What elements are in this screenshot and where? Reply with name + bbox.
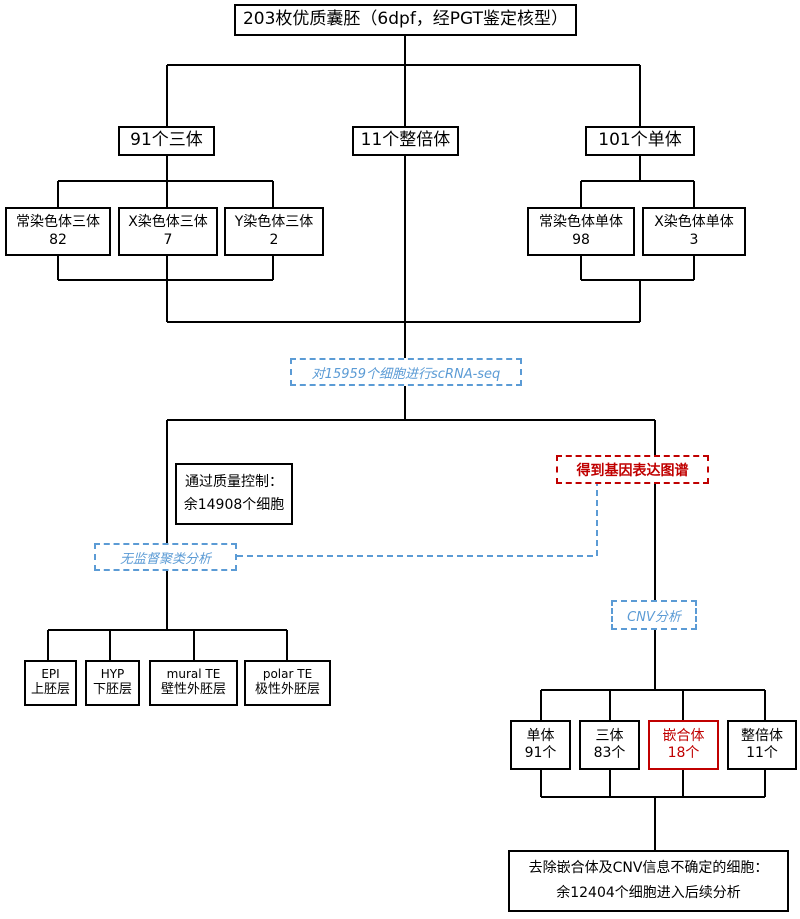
qc-line2: 余14908个细胞 <box>183 497 285 513</box>
trisomy-sub-count: 7 <box>163 231 173 248</box>
cell-type-en: polar TE <box>262 667 313 682</box>
expression-map-step: 得到基因表达图谱 <box>556 455 709 484</box>
trisomy-sub-box: 常染色体三体 82 <box>5 207 111 256</box>
euploid-group-box: 11个整倍体 <box>352 126 459 156</box>
final-box: 去除嵌合体及CNV信息不确定的细胞： 余12404个细胞进入后续分析 <box>508 850 789 912</box>
monosomy-sub-count: 98 <box>572 231 590 248</box>
trisomy-sub-box: Y染色体三体 2 <box>224 207 324 256</box>
final-line1: 去除嵌合体及CNV信息不确定的细胞： <box>528 859 769 876</box>
trisomy-sub-label: 常染色体三体 <box>16 214 100 230</box>
expression-map-label: 得到基因表达图谱 <box>576 462 689 479</box>
trisomy-sub-label: X染色体三体 <box>128 214 208 230</box>
scrna-step: 对15959个细胞进行scRNA-seq <box>290 358 522 386</box>
cell-type-zh: 上胚层 <box>30 682 70 698</box>
cnv-result-label: 三体 <box>595 727 624 744</box>
clustering-step: 无监督聚类分析 <box>94 543 237 571</box>
trisomy-group-label: 91个三体 <box>130 130 203 151</box>
cell-type-box: polar TE 极性外胚层 <box>244 660 331 706</box>
cell-type-zh: 壁性外胚层 <box>160 682 226 698</box>
cnv-label: CNV分析 <box>627 609 681 625</box>
cnv-result-count: 83个 <box>593 745 626 761</box>
qc-line1: 通过质量控制： <box>185 473 283 490</box>
monosomy-sub-label: X染色体单体 <box>654 214 734 230</box>
cell-type-box: EPI 上胚层 <box>24 660 77 706</box>
euploid-group-label: 11个整倍体 <box>360 130 451 151</box>
cell-type-zh: 极性外胚层 <box>254 682 320 698</box>
clustering-label: 无监督聚类分析 <box>119 551 211 567</box>
root-label: 203枚优质囊胚（6dpf，经PGT鉴定核型） <box>242 9 569 30</box>
trisomy-sub-box: X染色体三体 7 <box>118 207 218 256</box>
final-line2: 余12404个细胞进入后续分析 <box>556 885 741 901</box>
scrna-label: 对15959个细胞进行scRNA-seq <box>311 366 501 382</box>
monosomy-sub-count: 3 <box>689 231 699 248</box>
cnv-result-count: 18个 <box>667 745 700 761</box>
root-box: 203枚优质囊胚（6dpf，经PGT鉴定核型） <box>234 4 577 36</box>
cell-type-en: mural TE <box>166 667 221 682</box>
cnv-result-count: 11个 <box>746 745 778 761</box>
monosomy-group-box: 101个单体 <box>585 126 695 156</box>
cell-type-box: mural TE 壁性外胚层 <box>149 660 238 706</box>
cnv-result-box: 三体 83个 <box>579 720 640 770</box>
cnv-step: CNV分析 <box>611 600 697 630</box>
trisomy-sub-label: Y染色体三体 <box>234 214 314 230</box>
cell-type-en: HYP <box>100 667 125 682</box>
monosomy-group-label: 101个单体 <box>598 130 682 151</box>
cnv-result-box-mosaic: 嵌合体 18个 <box>648 720 719 770</box>
cnv-result-box: 整倍体 11个 <box>727 720 797 770</box>
cnv-result-label: 嵌合体 <box>662 727 705 744</box>
cnv-result-label: 单体 <box>526 727 555 744</box>
cell-type-box: HYP 下胚层 <box>85 660 140 706</box>
cnv-result-count: 91个 <box>524 745 557 761</box>
cnv-result-box: 单体 91个 <box>510 720 571 770</box>
monosomy-sub-label: 常染色体单体 <box>539 214 623 230</box>
cell-type-en: EPI <box>41 667 60 682</box>
trisomy-sub-count: 2 <box>269 231 279 248</box>
qc-box: 通过质量控制： 余14908个细胞 <box>175 463 293 525</box>
trisomy-group-box: 91个三体 <box>118 126 215 156</box>
monosomy-sub-box: 常染色体单体 98 <box>527 207 635 256</box>
trisomy-sub-count: 82 <box>49 231 67 248</box>
cnv-result-label: 整倍体 <box>741 727 783 744</box>
monosomy-sub-box: X染色体单体 3 <box>642 207 746 256</box>
cell-type-zh: 下胚层 <box>92 682 132 698</box>
